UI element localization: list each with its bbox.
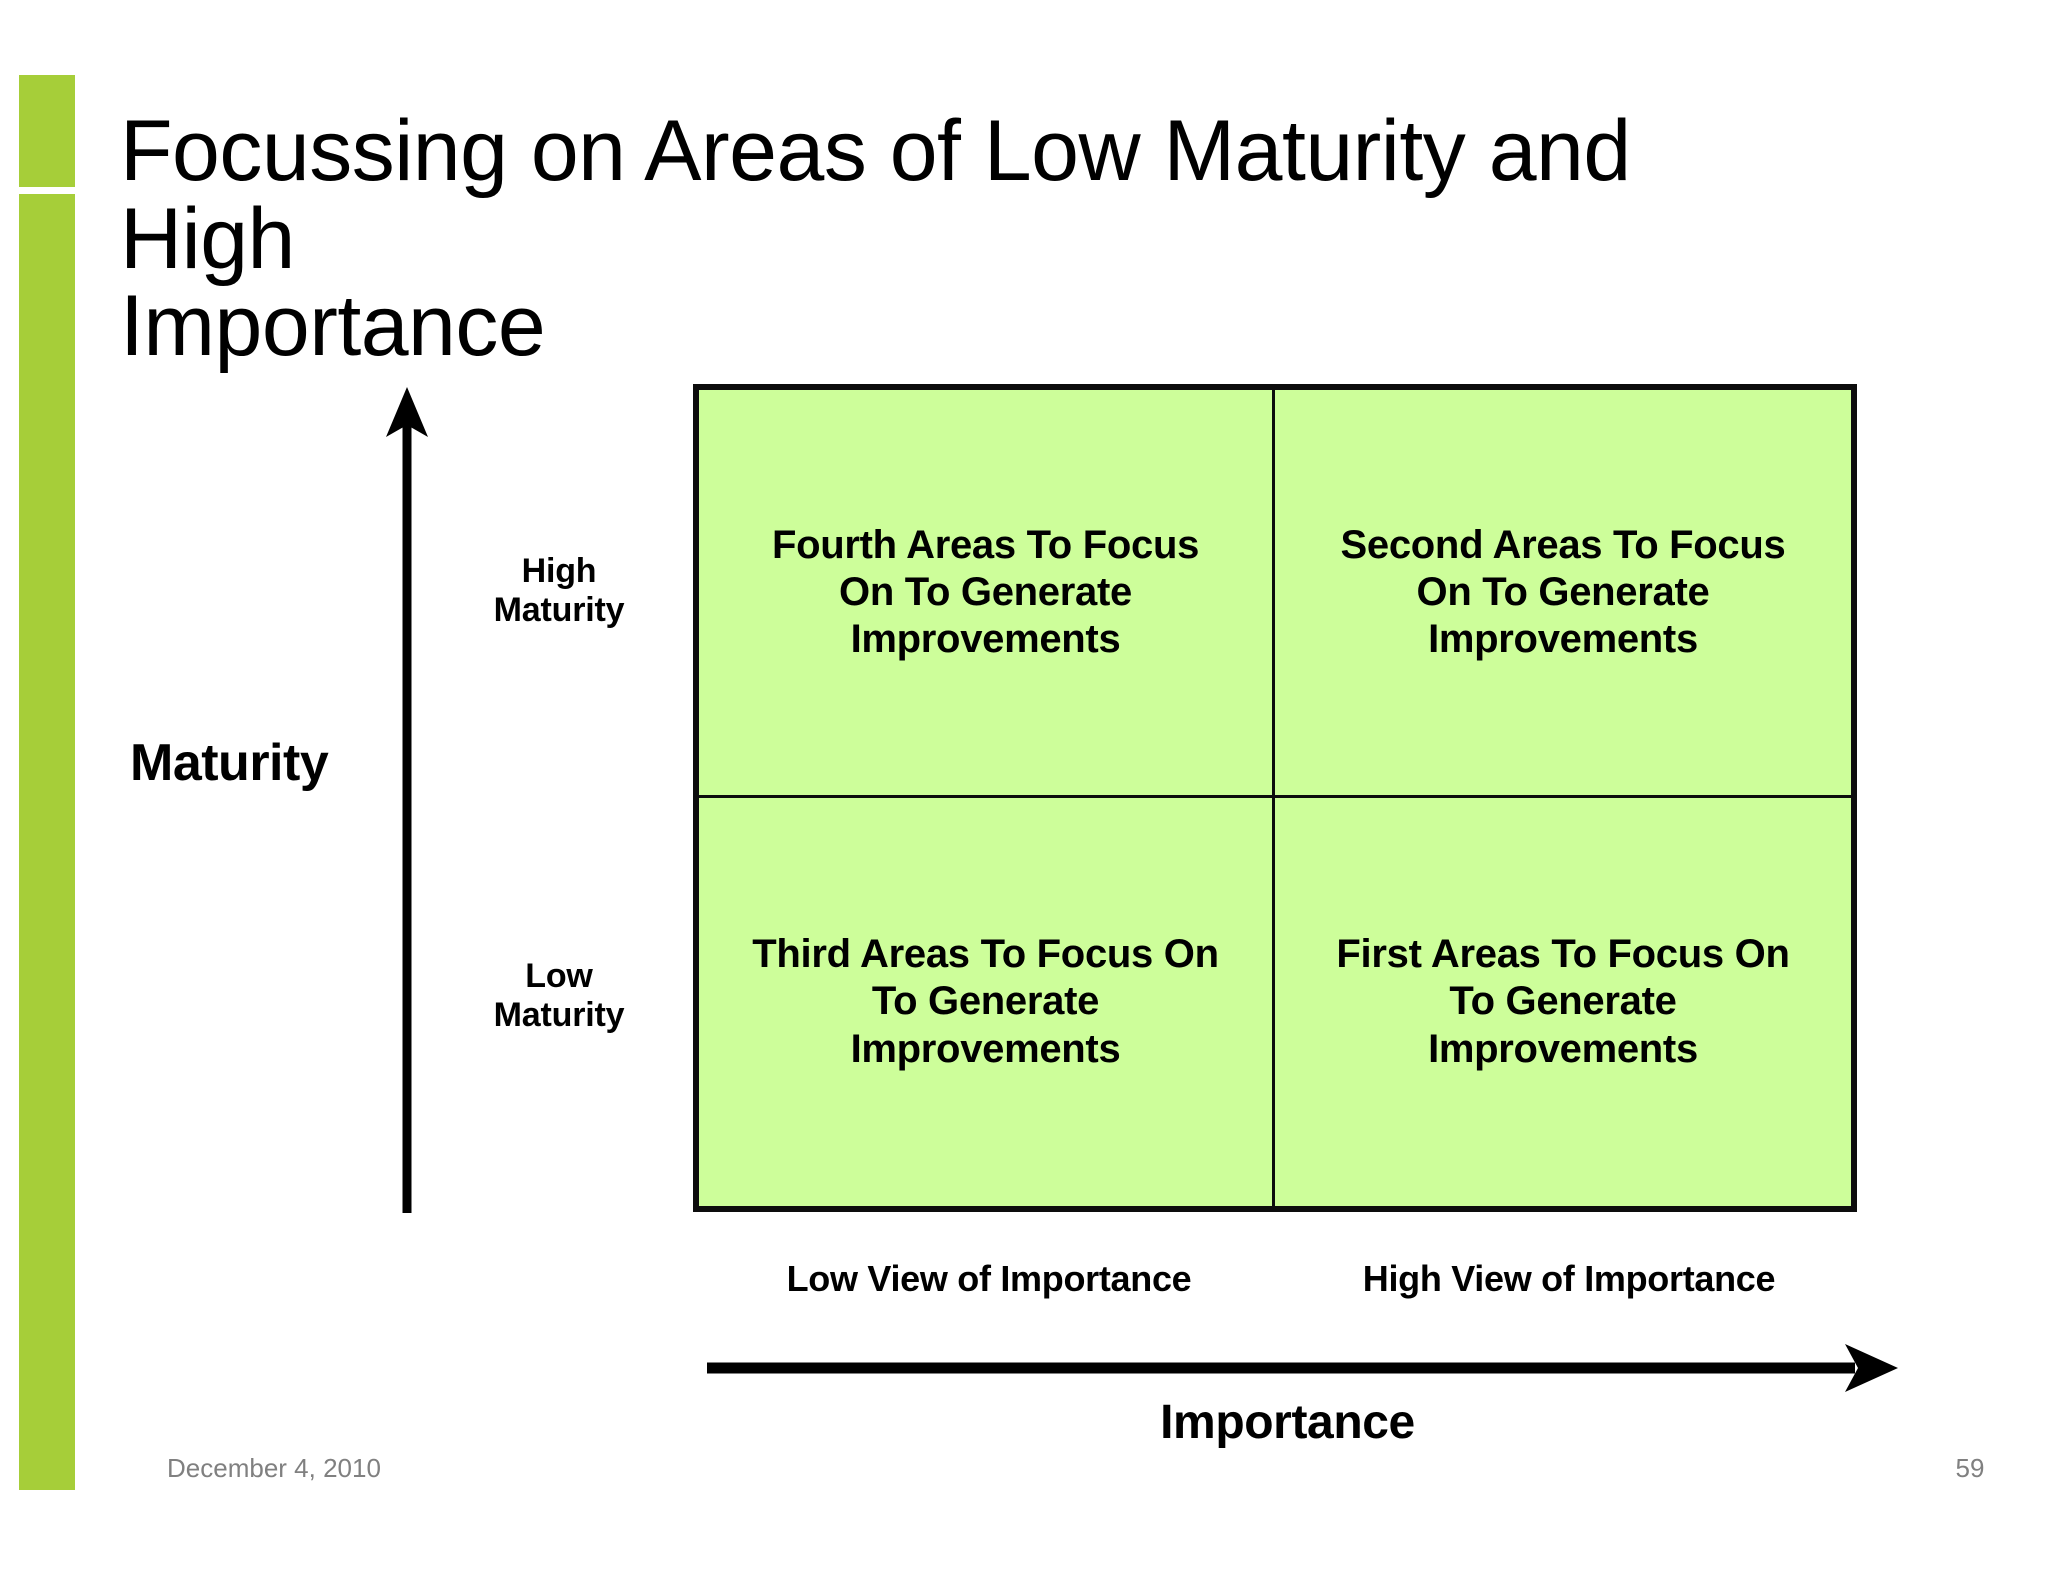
footer-page-number: 59 [1955, 1453, 1985, 1483]
page-title: Focussing on Areas of Low Maturity and H… [120, 103, 1631, 375]
x-tick-high-importance: High View of Importance [1362, 1258, 1776, 1299]
x-axis-title: Importance [1160, 1396, 1415, 1449]
importance-axis-arrow-icon [707, 1344, 1898, 1392]
quadrant-label-first: First Areas To Focus On To Generate Impr… [1336, 932, 1790, 1071]
maturity-axis-arrow [380, 385, 436, 1217]
quadrant-low-maturity-low-importance[interactable]: Third Areas To Focus On To Generate Impr… [699, 798, 1275, 1206]
y-axis-title: Maturity [130, 734, 329, 792]
quadrant-high-maturity-low-importance[interactable]: Fourth Areas To Focus On To Generate Imp… [699, 390, 1275, 798]
quadrant-label-fourth: Fourth Areas To Focus On To Generate Imp… [771, 522, 1200, 662]
importance-axis-arrow [705, 1338, 1900, 1398]
accent-bar-top [19, 75, 75, 187]
x-tick-low-importance: Low View of Importance [786, 1258, 1192, 1299]
quadrant-label-second: Second Areas To Focus On To Generate Imp… [1340, 522, 1786, 662]
maturity-importance-matrix: Fourth Areas To Focus On To Generate Imp… [693, 384, 1857, 1212]
footer-date: December 4, 2010 [167, 1453, 381, 1483]
maturity-axis-arrow-icon [386, 387, 428, 1213]
y-tick-low-maturity: Low Maturity [493, 957, 625, 1035]
quadrant-low-maturity-high-importance[interactable]: First Areas To Focus On To Generate Impr… [1275, 798, 1851, 1206]
y-tick-high-maturity: High Maturity [493, 552, 625, 630]
quadrant-label-third: Third Areas To Focus On To Generate Impr… [752, 932, 1219, 1071]
accent-bar-main [19, 194, 75, 1490]
quadrant-high-maturity-high-importance[interactable]: Second Areas To Focus On To Generate Imp… [1275, 390, 1851, 798]
